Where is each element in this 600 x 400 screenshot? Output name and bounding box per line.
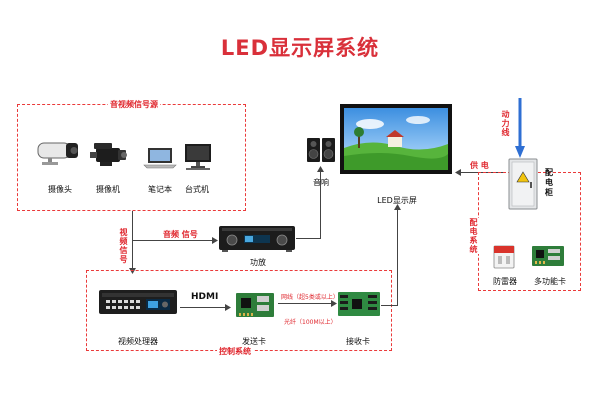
hdmi-line	[180, 307, 226, 308]
video-processor-label: 视频处理器	[108, 336, 168, 347]
power-system-label: 配电系统	[468, 218, 479, 254]
hdmi-arrowhead	[225, 304, 231, 311]
video-signal-label: 视频信号	[118, 228, 129, 264]
video-processor-icon	[98, 284, 178, 320]
diagram-title: LED显示屏系统	[0, 32, 600, 62]
device-label-camera: 摄像头	[40, 184, 80, 195]
hdmi-label: HDMI	[191, 292, 218, 302]
video-signal-line	[132, 211, 133, 271]
power-line-label: 动力线	[500, 110, 511, 137]
lightning-arrester-icon	[493, 244, 515, 270]
audio-signal-label: 音频 信号	[163, 229, 198, 240]
receiving-card-label: 接收卡	[338, 336, 378, 347]
amplifier-icon	[218, 223, 296, 253]
cabinet-label: 配电柜	[545, 168, 555, 198]
supply-arrowhead	[455, 169, 461, 176]
laptop-icon	[144, 147, 176, 169]
multifunction-card-icon	[531, 245, 565, 267]
supply-label: 供 电	[470, 160, 489, 171]
speaker-icon	[306, 137, 336, 163]
receiver-to-screen-line-h	[381, 305, 397, 306]
ethernet-link-line	[278, 303, 332, 304]
device-label-camcorder: 摄像机	[88, 184, 128, 195]
device-label-laptop: 笔记本	[140, 184, 180, 195]
signal-source-label: 音视频信号源	[108, 99, 160, 110]
device-label-desktop: 台式机	[177, 184, 217, 195]
desktop-computer-icon	[183, 143, 215, 171]
control-system-label: 控制系统	[217, 346, 253, 357]
receiver-to-screen-line-v	[397, 208, 398, 306]
receiver-to-screen-arrowhead	[394, 204, 401, 210]
amplifier-label: 功放	[238, 257, 278, 268]
led-screen-icon	[340, 104, 452, 174]
sending-card-icon	[235, 291, 275, 319]
video-camcorder-icon	[90, 140, 128, 170]
power-line-arrow	[515, 98, 525, 160]
amp-to-speaker-arrowhead	[317, 166, 324, 172]
speaker-label: 音响	[301, 177, 341, 188]
distribution-cabinet-icon	[508, 158, 538, 210]
multifunction-card-label: 多功能卡	[530, 276, 570, 287]
sending-card-label: 发送卡	[234, 336, 274, 347]
audio-signal-line	[133, 240, 213, 241]
security-camera-icon	[36, 140, 82, 166]
fiber-link-label: 光纤（100M以上）	[284, 317, 337, 326]
receiving-card-icon	[337, 289, 381, 319]
lightning-arrester-label: 防雷器	[489, 276, 521, 287]
amp-to-speaker-line-h	[296, 238, 320, 239]
